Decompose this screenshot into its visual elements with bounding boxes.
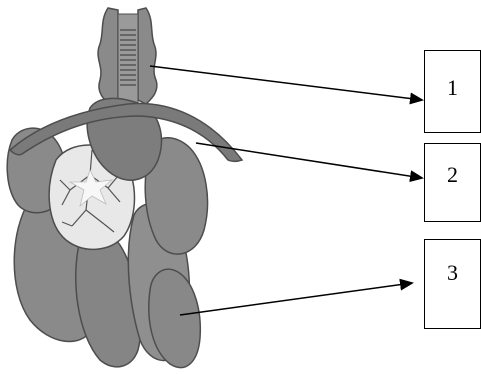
label-box-1: 1 <box>424 50 481 133</box>
arrow-1 <box>150 66 422 100</box>
right-neck-lobe <box>138 8 157 104</box>
label-box-2: 2 <box>424 143 481 222</box>
trachea <box>118 14 138 108</box>
arrow-3 <box>180 283 412 315</box>
neck-structure <box>98 8 157 108</box>
label-box-3: 3 <box>424 239 481 329</box>
left-neck-lobe <box>98 8 118 104</box>
